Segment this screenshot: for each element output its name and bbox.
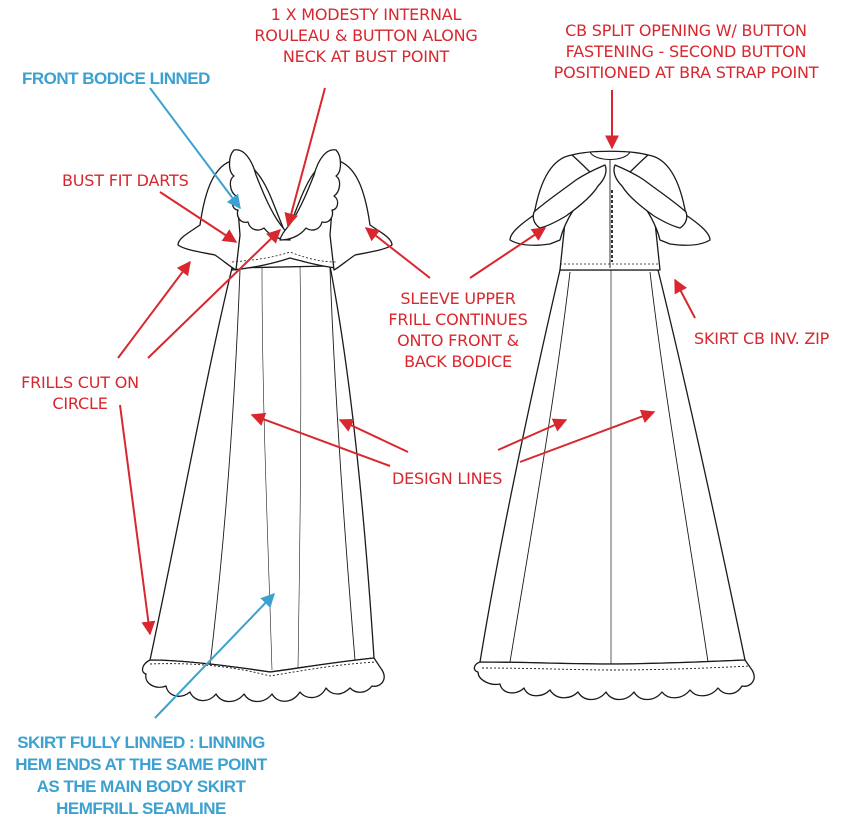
label-design-lines: DESIGN LINES	[392, 469, 503, 488]
front-right-sleeve	[329, 159, 393, 271]
label-cb-split-opening: CB SPLIT OPENING W/ BUTTON FASTENING - S…	[553, 21, 819, 82]
arrow-sleeve-1	[364, 227, 431, 279]
arrow-design-3	[497, 418, 568, 451]
arrow-zip	[674, 278, 696, 319]
arrow-sleeve-2	[469, 227, 547, 279]
callout-arrows	[117, 87, 696, 719]
arrow-design-1	[250, 412, 391, 467]
front-dress	[141, 149, 393, 703]
arrow-bust-darts	[159, 191, 238, 243]
label-modesty-rouleau: 1 X MODESTY INTERNAL ROULEAU & BUTTON AL…	[254, 5, 478, 66]
arrow-modesty	[284, 87, 326, 228]
label-front-bodice-lined: FRONT BODICE LINNED	[22, 69, 210, 88]
label-frills-cut-on-circle: FRILLS CUT ON CIRCLE	[21, 373, 139, 413]
label-skirt-cb-zip: SKIRT CB INV. ZIP	[694, 329, 830, 348]
label-bust-fit-darts: BUST FIT DARTS	[62, 171, 189, 190]
arrow-frill-2	[147, 229, 282, 359]
arrow-skirt-lined	[154, 592, 275, 719]
label-sleeve-upper-frill: SLEEVE UPPER FRILL CONTINUES ONTO FRONT …	[388, 289, 528, 371]
back-dress	[473, 150, 755, 701]
arrow-front-bodice	[149, 87, 241, 210]
back-frill-right	[613, 164, 688, 229]
arrow-frill-hem	[119, 404, 156, 636]
arrow-design-4	[519, 409, 656, 463]
back-hem-frill	[473, 659, 755, 701]
label-skirt-fully-lined: SKIRT FULLY LINNED : LINNING HEM ENDS AT…	[15, 733, 267, 818]
arrow-design-2	[338, 419, 409, 453]
arrow-frill-1	[117, 260, 191, 359]
front-neck-frill-left	[228, 149, 291, 241]
